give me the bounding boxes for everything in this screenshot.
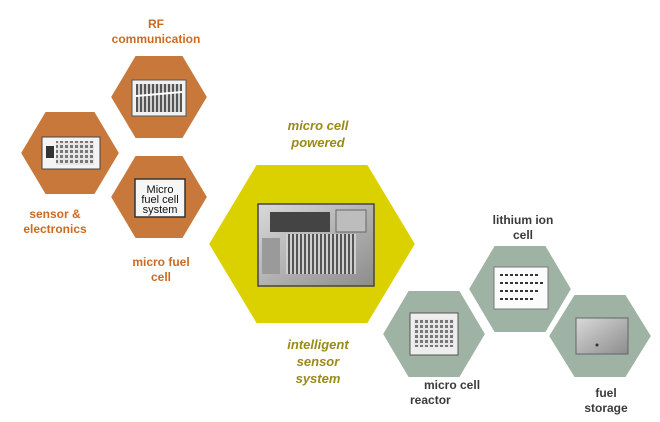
intelligent-line-2: sensor [296, 354, 340, 369]
micro-fuel-cell-label-line-2: cell [150, 270, 171, 284]
rf-label-line-1: RF [148, 17, 164, 31]
intelligent-line-3: system [295, 371, 341, 386]
fuel-storage-photo [575, 317, 629, 355]
sensor-label-line-1: sensor & [29, 207, 81, 221]
micro-fuel-cell-photo: Micro fuel cell system [134, 178, 186, 218]
reactor-label-line-1: micro cell [424, 378, 481, 392]
fuel-storage-label-line-1: fuel [595, 386, 617, 400]
rf-label-line-2: communication [111, 32, 201, 46]
photo-text-line-1: Micro [147, 184, 174, 196]
rf-photo [131, 79, 187, 117]
sensor-label-line-2: electronics [23, 222, 87, 236]
sensor-label: sensor & electronics [10, 207, 100, 237]
micro-fuel-cell-label: micro fuel cell [118, 255, 204, 285]
reactor-label-line-2: reactor [410, 393, 451, 407]
lithium-photo [493, 266, 549, 310]
sensor-photo [41, 136, 101, 170]
reactor-label: micro cell reactor [402, 378, 498, 408]
micro-cell-powered-line-1: micro cell [287, 118, 349, 133]
fuel-storage-label: fuel storage [566, 386, 646, 416]
micro-fuel-cell-label-line-1: micro fuel [132, 255, 190, 269]
micro-cell-powered-photo [257, 203, 375, 287]
micro-cell-powered-line-2: powered [291, 135, 345, 150]
reactor-photo [409, 312, 459, 356]
micro-cell-powered-label: micro cell powered [268, 117, 368, 151]
lithium-label-line-2: cell [512, 228, 533, 242]
intelligent-sensor-system-label: intelligent sensor system [268, 336, 368, 387]
photo-text-line-3: system [143, 204, 178, 216]
rf-label: RF communication [108, 17, 204, 47]
fuel-storage-label-line-2: storage [584, 401, 628, 415]
lithium-label: lithium ion cell [478, 213, 568, 243]
intelligent-line-1: intelligent [287, 337, 349, 352]
photo-text-line-2: fuel cell [141, 194, 178, 206]
lithium-label-line-1: lithium ion [492, 213, 554, 227]
